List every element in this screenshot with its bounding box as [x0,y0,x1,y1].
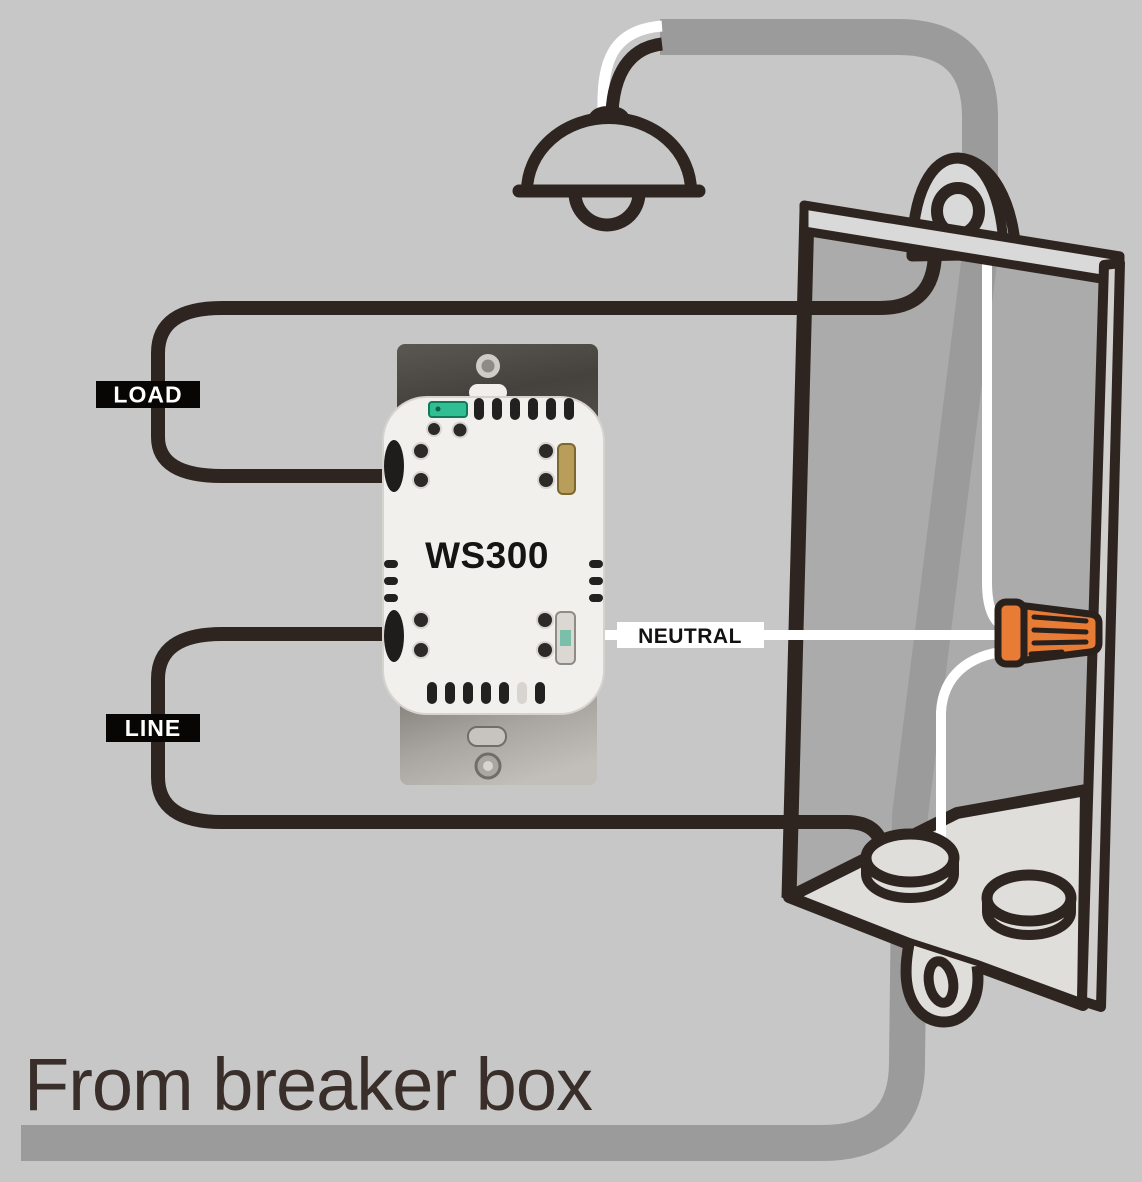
ground-terminal [428,401,468,418]
device-neutral-terminal-detail [560,630,571,646]
neutral-label-bg [617,622,764,648]
plate-screw-hole-bottom-center [483,761,493,771]
line-wire [151,627,890,854]
wire-nut-icon [994,598,1103,668]
box-bottom-ear-hole [923,956,959,1008]
caption-text: From breaker box [24,1043,593,1126]
load-label-text: LOAD [113,382,182,408]
plate-slot-bottom [467,726,507,747]
lamp-shade [521,112,697,197]
device-left-terminal-slot-top [384,440,404,492]
knockout-right-top [981,869,1077,927]
plate-screw-hole-top-center [481,359,495,373]
box-left-wall-edge [781,210,815,899]
ws300-device: WS300 [382,344,605,785]
line-label-bg [106,714,200,742]
neutral-label: NEUTRAL [617,622,764,648]
lamp-white-wire [597,20,663,111]
device-bottom-vents [427,682,545,704]
wire-nut-ridges [1028,614,1089,657]
line-label-text: LINE [125,715,181,741]
device-left-terminal-slot-bottom [384,610,404,662]
device-top-vents [474,398,574,420]
line-label: LINE [106,714,200,742]
lamp-black-wire [605,37,664,113]
conduit-icon [21,19,998,1161]
load-wire [151,250,942,483]
ground-terminal-detail [435,406,441,412]
device-model-label: WS300 [425,535,549,576]
load-label: LOAD [96,381,200,408]
pendant-lamp-icon [512,106,706,232]
knockout-right [981,869,1077,940]
neutral-label-text: NEUTRAL [638,625,742,648]
device-screw-holes [412,421,555,659]
knockout-left [860,828,960,903]
device-brass-terminal [557,443,576,495]
lamp-bulb [568,192,646,232]
device-side-vents [384,560,603,602]
load-label-bg [96,381,200,408]
knockout-left-top [860,828,960,888]
lamp-drop-wires [597,20,664,113]
neutral-wire-to-breaker [936,646,1009,852]
wire-nut-skirt [994,598,1028,668]
